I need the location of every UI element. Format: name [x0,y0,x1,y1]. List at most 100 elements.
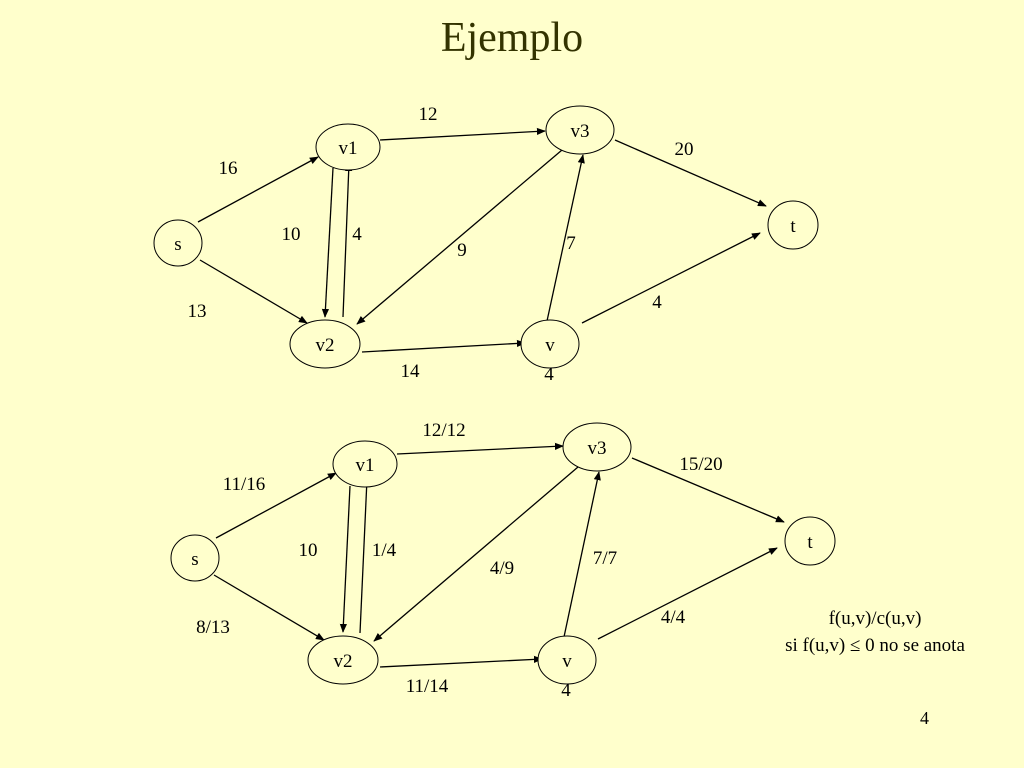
edge-arrow-v3-t [614,139,767,207]
edge-label-s-v1: 16 [219,158,238,179]
node-t: t [767,200,819,250]
node-circle-s [153,219,203,267]
node-v4: v4 [537,635,597,701]
edge-arrow-v3-v2 [356,149,563,325]
edge-label-v2-v1: 1/4 [372,540,397,561]
legend-rule: si f(u,v) ≤ 0 no se anota [785,635,965,656]
edge-arrow-v1-v2 [321,167,334,318]
edge-label-v2-v4: 14 [401,361,421,382]
node-circle-t [784,516,836,566]
edge-v4-t: 4/4 [597,547,778,640]
edge-arrow-v4-v3 [546,154,585,322]
edge-arrow-s-v1 [215,472,337,539]
node-s: s [153,219,203,267]
edge-v3-t: 20 [614,139,767,207]
edge-arrow-s-v2 [199,259,308,324]
node-circle-t [767,200,819,250]
edge-label-v1-v3: 12 [419,104,438,125]
node-label-s: s [174,234,181,255]
edge-v4-v3: 7 [546,154,585,322]
edge-s-v2: 8/13 [196,574,325,641]
edge-label-s-v2: 8/13 [196,617,230,638]
edge-arrow-s-v1 [197,156,319,223]
node-circle-v3 [562,422,632,472]
edge-label-v3-t: 20 [675,139,694,160]
node-v3: v3 [562,422,632,472]
edge-label-v4-t: 4/4 [661,607,686,628]
edge-label-v4-v3: 7/7 [593,548,617,569]
legend-note: f(u,v)/c(u,v) si f(u,v) ≤ 0 no se anota [740,605,1010,659]
node-circle-v4 [537,635,597,685]
edge-arrow-v4-t [597,547,778,640]
node-label-v2: v2 [334,651,353,672]
edge-s-v2: 13 [188,259,308,324]
node-v2: v2 [307,635,379,685]
edge-arrow-v2-v4 [379,655,543,668]
node-label-s: s [191,549,198,570]
edge-s-v1: 16 [197,156,319,223]
node-label-v2: v2 [316,335,335,356]
edge-arrow-v1-v3 [396,442,564,455]
node-v1: v1 [315,123,381,171]
node-circle-v1 [332,440,398,488]
node-circle-v2 [307,635,379,685]
node-v3: v3 [545,105,615,155]
edge-label-v3-v2: 4/9 [490,558,514,579]
edge-arrow-v1-v3 [379,127,546,141]
edge-arrow-v2-v4 [361,339,526,353]
flow-graph: 11/16 8/13 12/12 10 1/4 4/9 11/14 7/7 15/20 4/4 s v… [170,420,836,701]
edge-v4-t: 4 [581,232,761,324]
edge-label-v1-v3: 12/12 [422,420,465,441]
edge-label-v3-t: 15/20 [679,454,722,475]
node-circle-v3 [545,105,615,155]
node-t: t [784,516,836,566]
page-number: 4 [920,708,929,728]
capacity-graph: 16 13 12 10 4 9 14 7 20 4 s v1 v2 v3 v4 t [153,104,819,385]
edge-label-v4-t: 4 [652,292,662,313]
node-label-v1: v1 [339,138,358,159]
node-v2: v2 [289,319,361,369]
edge-arrow-v3-v2 [373,466,579,642]
edge-label-v1-v2: 10 [299,540,318,561]
edge-v3-t: 15/20 [631,454,785,523]
node-circle-v1 [315,123,381,171]
edge-v3-v2: 9 [356,149,563,325]
node-circle-v2 [289,319,361,369]
edge-arrow-v2-v1 [342,162,353,318]
edge-v1-v2: 10 [299,485,351,633]
node-circle-v4 [520,319,580,369]
edge-v4-v3: 7/7 [563,471,617,638]
edge-arrow-v2-v1 [359,478,371,634]
legend-flow-capacity: f(u,v)/c(u,v) [828,608,922,629]
node-label-v1: v1 [356,455,375,476]
node-label-v3: v3 [571,121,590,142]
node-v1: v1 [332,440,398,488]
edge-v3-v2: 4/9 [373,466,579,642]
node-s: s [170,534,220,582]
edge-label-s-v1: 11/16 [223,474,266,495]
node-label-v3: v3 [588,438,607,459]
edge-arrow-v3-t [631,457,785,523]
edge-v2-v1: 4 [342,162,362,318]
node-v4: v4 [520,319,580,385]
edge-label-s-v2: 13 [188,301,207,322]
edge-label-v2-v1: 4 [352,224,362,245]
node-sublabel-v4: 4 [544,364,554,385]
edge-arrow-s-v2 [213,574,325,641]
node-sublabel-v4: 4 [561,680,571,701]
edge-v2-v1: 1/4 [359,478,397,634]
edge-v2-v4: 14 [361,339,526,382]
node-circle-s [170,534,220,582]
edge-arrow-v4-t [581,232,761,324]
node-label-t: t [807,532,813,553]
edge-label-v2-v4: 11/14 [406,676,449,697]
edge-v1-v3: 12/12 [396,420,564,455]
edge-v1-v3: 12 [379,104,546,141]
edge-v2-v4: 11/14 [379,655,543,697]
node-label-v4: v [562,651,572,672]
edge-label-v4-v3: 7 [566,233,576,254]
edge-s-v1: 11/16 [215,472,337,539]
edge-label-v3-v2: 9 [457,240,467,261]
edge-label-v1-v2: 10 [282,224,301,245]
